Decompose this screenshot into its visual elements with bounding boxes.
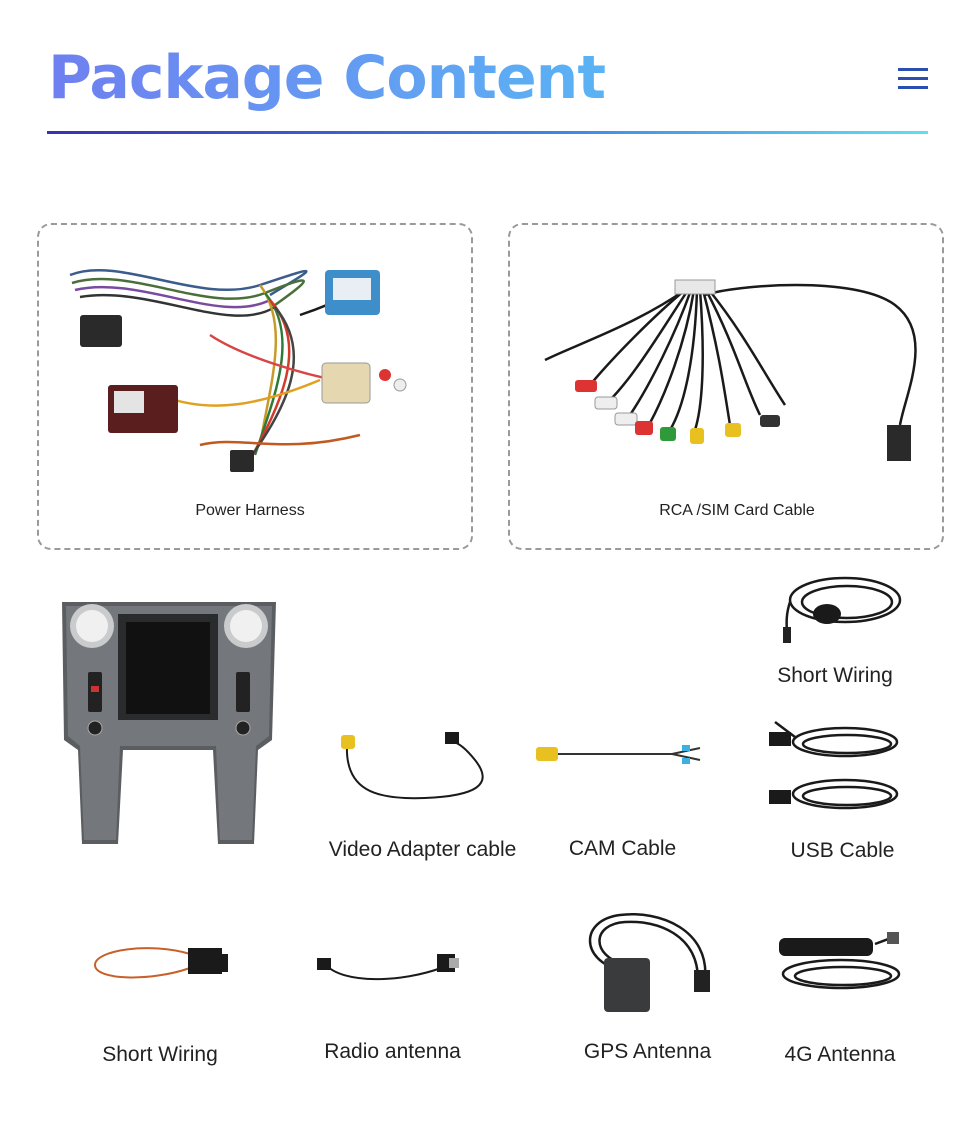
- rca-sim-card: [508, 223, 944, 550]
- rca-sim-cable-image: [544, 279, 917, 461]
- radio-antenna-image: [317, 954, 459, 981]
- short-wiring-top-image: [783, 576, 902, 643]
- video-adapter-cable-image: [341, 732, 484, 800]
- power-harness-image: [69, 269, 407, 472]
- hamburger-menu-icon[interactable]: [898, 68, 928, 90]
- gps-antenna-label: GPS Antenna: [583, 1040, 712, 1063]
- antenna-4g-label: 4G Antenna: [784, 1043, 896, 1066]
- power-harness-card: [37, 223, 473, 550]
- video-adapter-cable-label: Video Adapter cable: [328, 838, 517, 861]
- cam-cable-label: CAM Cable: [568, 837, 677, 860]
- title-underline: [47, 131, 928, 134]
- head-unit-image: [62, 602, 276, 844]
- power-harness-label: Power Harness: [195, 502, 305, 519]
- rca-sim-cable-label: RCA /SIM Card Cable: [659, 502, 815, 519]
- page-title: Package Content: [48, 38, 606, 118]
- short-wiring-top-label: Short Wiring: [777, 664, 893, 687]
- short-wiring-bottom-image: [93, 947, 228, 979]
- antenna-4g-image: [779, 932, 901, 990]
- usb-cable-label: USB Cable: [790, 839, 895, 862]
- short-wiring-bottom-label: Short Wiring: [102, 1043, 218, 1066]
- gps-antenna-image: [588, 913, 710, 1012]
- usb-cable-image: [769, 721, 899, 810]
- radio-antenna-label: Radio antenna: [324, 1040, 461, 1063]
- cam-cable-image: [536, 745, 701, 764]
